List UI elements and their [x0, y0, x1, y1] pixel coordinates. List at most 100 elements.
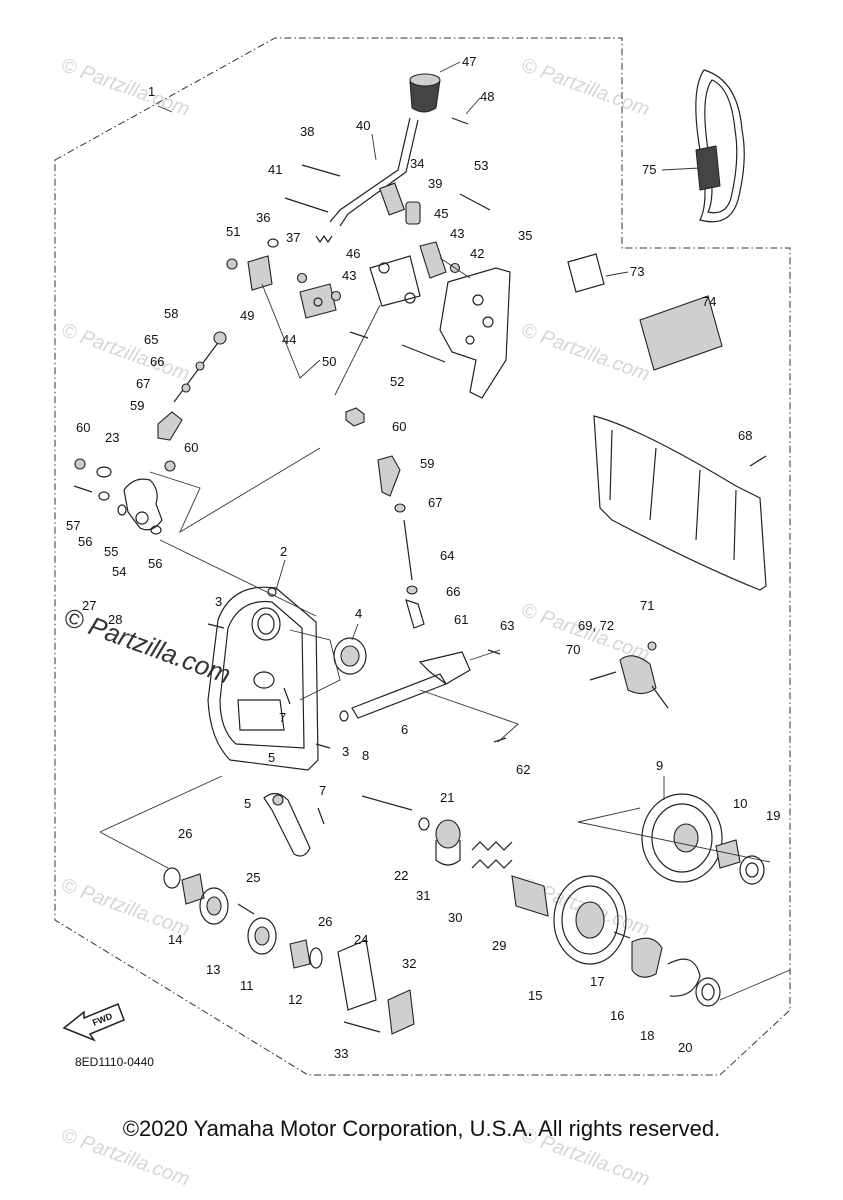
callout-label: 38: [300, 124, 314, 139]
drive-belt: [695, 69, 745, 223]
watermark: © Partzilla.com: [518, 319, 652, 386]
assembly-boundary: [54, 37, 791, 1076]
callout-label: 46: [346, 246, 360, 261]
copyright-footer: ©2020 Yamaha Motor Corporation, U.S.A. A…: [122, 1116, 721, 1141]
callout-label: 12: [288, 992, 302, 1007]
callout-label: 48: [480, 89, 494, 104]
callout-label: 59: [420, 456, 434, 471]
callout-label: 58: [164, 306, 178, 321]
watermark-main: © Partzilla.com: [60, 601, 235, 689]
callout-label: 60: [76, 420, 90, 435]
callouts: 1 2 3 3 4 5 5 6 7 7 8 9 10 11 12 13 14 1…: [66, 54, 780, 1061]
watermark: © Partzilla.com: [58, 54, 192, 121]
callout-label: 28: [108, 612, 122, 627]
callout-label: 42: [470, 246, 484, 261]
callout-label: 19: [766, 808, 780, 823]
chain-case-cover: [593, 415, 767, 591]
callout-label: 68: [738, 428, 752, 443]
callout-label: 45: [434, 206, 448, 221]
callout-label: 34: [410, 156, 424, 171]
watermarks: © Partzilla.com © Partzilla.com © Partzi…: [58, 54, 652, 1191]
callout-label: 52: [390, 374, 404, 389]
callout-label: 65: [144, 332, 158, 347]
callout-label: 31: [416, 888, 430, 903]
callout-label: 55: [104, 544, 118, 559]
callout-label: 66: [446, 584, 460, 599]
callout-label: 60: [184, 440, 198, 455]
callout-label: 11: [240, 978, 254, 993]
callout-label: 37: [286, 230, 300, 245]
callout-label: 56: [148, 556, 162, 571]
callout-label: 29: [492, 938, 506, 953]
callout-label: 57: [66, 518, 80, 533]
gear-train: [163, 793, 791, 1035]
callout-label: 2: [280, 544, 287, 559]
callout-label: 50: [322, 354, 336, 369]
callout-label: 26: [318, 914, 332, 929]
callout-label: 35: [518, 228, 532, 243]
callout-label: 75: [642, 162, 656, 177]
callout-label: 15: [528, 988, 542, 1003]
callout-label: 43: [342, 268, 356, 283]
callout-label: 51: [226, 224, 240, 239]
callout-label: 69, 72: [578, 618, 614, 633]
sensor-assembly: [589, 641, 669, 709]
callout-label: 3: [342, 744, 349, 759]
lever-assembly: [226, 73, 511, 427]
callout-label: 24: [354, 932, 368, 947]
callout-label: 17: [590, 974, 604, 989]
callout-label: 49: [240, 308, 254, 323]
callout-label: 70: [566, 642, 580, 657]
callout-label: 21: [440, 790, 454, 805]
callout-label: 10: [733, 796, 747, 811]
callout-label: 7: [279, 710, 286, 725]
callout-label: 16: [610, 1008, 624, 1023]
callout-label: 53: [474, 158, 488, 173]
tensioner-arm: [99, 775, 311, 869]
callout-label: 9: [656, 758, 663, 773]
callout-label: 26: [178, 826, 192, 841]
callout-label: 32: [402, 956, 416, 971]
callout-label: 56: [78, 534, 92, 549]
fwd-arrow: FWD: [62, 1003, 125, 1042]
callout-label: 47: [462, 54, 476, 69]
callout-label: 14: [168, 932, 182, 947]
callout-label: 33: [334, 1046, 348, 1061]
watermark: © Partzilla.com: [58, 874, 192, 941]
callout-label: 20: [678, 1040, 692, 1055]
labels-decals: [567, 253, 723, 371]
callout-label: 36: [256, 210, 270, 225]
callout-label: 30: [448, 910, 462, 925]
callout-label: 7: [319, 783, 326, 798]
callout-label: 59: [130, 398, 144, 413]
callout-label: 4: [355, 606, 362, 621]
callout-label: 62: [516, 762, 530, 777]
center-linkage: [351, 455, 519, 743]
watermark: © Partzilla.com: [58, 319, 192, 386]
callout-label: 40: [356, 118, 370, 133]
callout-label: 67: [428, 495, 442, 510]
callout-label: 74: [702, 294, 716, 309]
chain-case: [159, 539, 367, 825]
callout-label: 71: [640, 598, 654, 613]
callout-label: 27: [82, 598, 96, 613]
callout-label: 39: [428, 176, 442, 191]
callout-label: 61: [454, 612, 468, 627]
callout-label: 41: [268, 162, 282, 177]
diagram-code: 8ED1110-0440: [75, 1055, 154, 1069]
callout-label: 25: [246, 870, 260, 885]
callout-label: 18: [640, 1028, 654, 1043]
callout-label: 5: [268, 750, 275, 765]
callout-label: 6: [401, 722, 408, 737]
callout-label: 8: [362, 748, 369, 763]
callout-label: 73: [630, 264, 644, 279]
callout-label: 22: [394, 868, 408, 883]
callout-label: 63: [500, 618, 514, 633]
watermark: © Partzilla.com: [518, 54, 652, 121]
callout-label: 54: [112, 564, 126, 579]
callout-label: 67: [136, 376, 150, 391]
callout-label: 23: [105, 430, 119, 445]
callout-label: 66: [150, 354, 164, 369]
shift-linkage: [73, 331, 321, 535]
